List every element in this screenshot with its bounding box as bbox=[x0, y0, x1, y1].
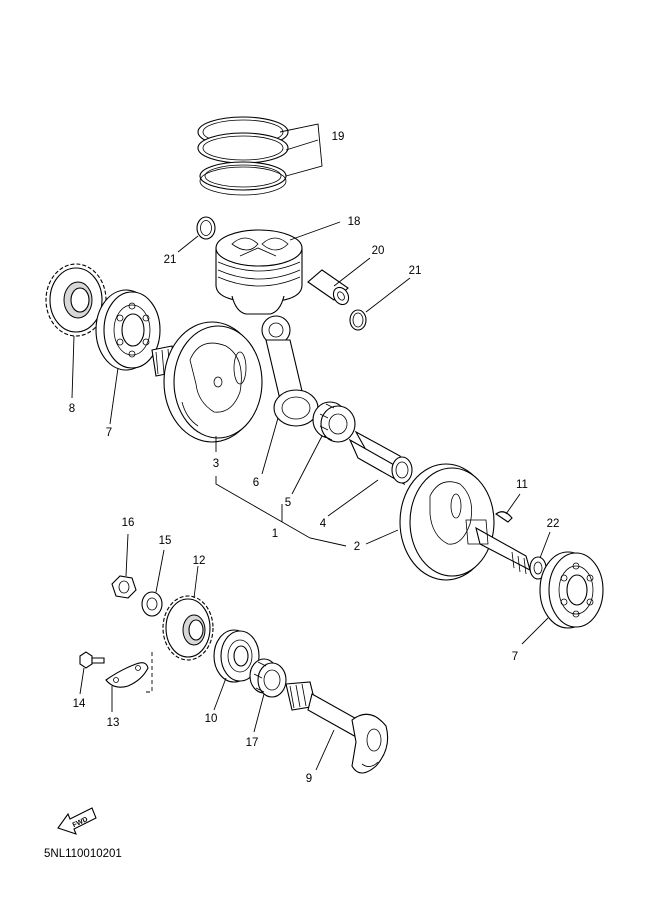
callout-21-right: 21 bbox=[409, 265, 422, 277]
leader-lines bbox=[71, 123, 551, 771]
callout-19: 19 bbox=[332, 131, 345, 143]
callout-5: 5 bbox=[285, 497, 291, 509]
crank-bearing-right bbox=[539, 551, 604, 629]
callout-9: 9 bbox=[306, 773, 312, 785]
callout-8: 8 bbox=[69, 403, 75, 415]
woodruff-key bbox=[495, 511, 513, 523]
crank-bearing-left bbox=[95, 289, 161, 371]
primary-drive-gear bbox=[45, 263, 107, 337]
crank-left-half bbox=[151, 321, 263, 443]
callout-20: 20 bbox=[372, 245, 385, 257]
balancer-gear bbox=[162, 595, 214, 661]
callout-3: 3 bbox=[213, 458, 219, 470]
lock-washer bbox=[141, 591, 163, 617]
diagram-reference-code: 5NL110010201 bbox=[44, 848, 122, 860]
callout-6: 6 bbox=[253, 477, 259, 489]
connecting-rod bbox=[261, 315, 319, 427]
balancer-nut bbox=[111, 575, 137, 599]
crank-right-half bbox=[399, 463, 531, 581]
crank-pin bbox=[348, 430, 413, 486]
callout-2: 2 bbox=[354, 541, 360, 553]
circlip-right bbox=[349, 309, 367, 331]
callout-13: 13 bbox=[107, 717, 120, 729]
callout-10: 10 bbox=[205, 713, 218, 725]
balancer-bearing bbox=[213, 629, 260, 683]
callout-22: 22 bbox=[547, 518, 560, 530]
fwd-arrow-icon: FWD bbox=[57, 807, 97, 835]
callout-16: 16 bbox=[122, 517, 135, 529]
callout-17: 17 bbox=[246, 737, 259, 749]
balancer-plate bbox=[105, 662, 149, 688]
callout-7-right: 7 bbox=[512, 651, 518, 663]
callout-12: 12 bbox=[193, 555, 206, 567]
piston bbox=[215, 229, 303, 315]
callout-18: 18 bbox=[348, 216, 361, 228]
piston-rings bbox=[197, 116, 289, 196]
callout-4: 4 bbox=[320, 518, 327, 530]
callout-7-left: 7 bbox=[106, 427, 112, 439]
balancer-needle-bearing bbox=[249, 658, 287, 698]
callout-11: 11 bbox=[516, 479, 528, 491]
balancer-shaft bbox=[285, 681, 389, 774]
balancer-bolt bbox=[79, 651, 105, 669]
callout-1: 1 bbox=[272, 528, 278, 540]
callout-15: 15 bbox=[159, 535, 172, 547]
circlip-left bbox=[196, 216, 216, 240]
callout-21-left: 21 bbox=[164, 254, 177, 266]
needle-bearing bbox=[312, 401, 356, 443]
callout-labels: 19 18 20 21 21 8 7 3 6 5 4 1 2 11 22 7 1… bbox=[69, 131, 560, 785]
callout-14: 14 bbox=[73, 698, 86, 710]
piston-pin bbox=[307, 269, 350, 306]
